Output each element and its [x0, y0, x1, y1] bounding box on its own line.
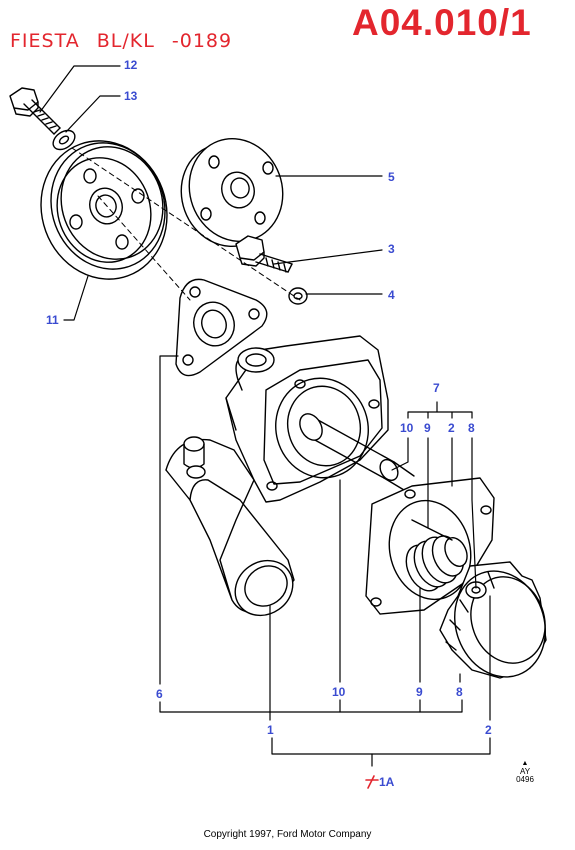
pump-housing [165, 335, 389, 617]
callout-10-top: 10 [400, 421, 414, 435]
copyright-notice: Copyright 1997, Ford Motor Company [203, 829, 372, 840]
pulley-11 [40, 140, 168, 280]
callout-1a: 1A [379, 775, 395, 789]
callout-10-bottom: 10 [332, 685, 346, 699]
callout-13: 13 [124, 89, 138, 103]
washer-13 [52, 129, 76, 151]
callout-2-top: 2 [448, 421, 455, 435]
callout-9-bottom: 9 [416, 685, 423, 699]
callout-3: 3 [388, 242, 395, 256]
impeller [439, 561, 547, 679]
replacement-marker-icon [365, 775, 379, 789]
flange-5 [180, 137, 284, 248]
bolt-12 [9, 87, 61, 135]
callout-8-bottom: 8 [456, 685, 463, 699]
callout-8-top: 8 [468, 421, 475, 435]
shaft-bearing-10 [299, 413, 415, 491]
gasket-6 [175, 278, 268, 377]
callout-4: 4 [388, 288, 395, 302]
stamp-line-1: AY [519, 767, 531, 776]
vehicle-model: FIESTA BL/KL -0189 [10, 30, 233, 52]
washer-4 [288, 287, 308, 305]
callout-2-bottom: 2 [485, 723, 492, 737]
callout-12: 12 [124, 58, 138, 72]
centerline [71, 147, 301, 301]
drawing-stamp: ▲ AY 0496 [514, 760, 536, 784]
stamp-line-2: 0496 [516, 775, 534, 784]
callout-11: 11 [46, 313, 59, 327]
callout-7: 7 [433, 381, 440, 395]
sheet-code: A04.010/1 [352, 2, 532, 43]
callout-1: 1 [267, 723, 274, 737]
stamp-mark-icon: ▲ [521, 760, 529, 767]
callout-5: 5 [388, 170, 395, 184]
bolt-3 [235, 235, 293, 273]
callout-6: 6 [156, 687, 163, 701]
seal-plate [365, 477, 495, 615]
callout-9-top: 9 [424, 421, 431, 435]
leader-lines [39, 65, 491, 767]
